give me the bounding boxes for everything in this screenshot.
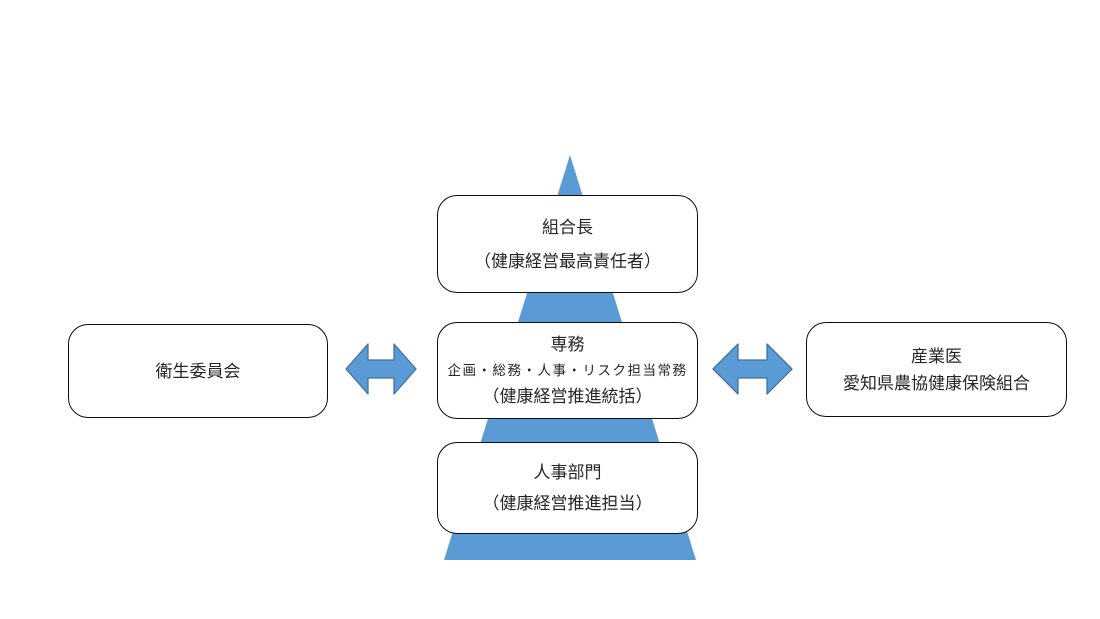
box-union-president-title: 組合長 xyxy=(542,217,593,237)
box-hr-department-subtitle: （健康経営推進担当） xyxy=(482,494,653,513)
right-double-arrow-icon xyxy=(712,343,793,395)
box-union-president-subtitle: （健康経営最高責任者） xyxy=(474,251,661,271)
box-union-president: 組合長 （健康経営最高責任者） xyxy=(437,195,698,293)
box-hygiene-committee: 衛生委員会 xyxy=(68,324,328,418)
box-senior-managing-director-detail: 企画・総務・人事・リスク担当常務 xyxy=(447,362,688,378)
box-senior-managing-director-title: 専務 xyxy=(550,334,585,354)
box-hr-department-title: 人事部門 xyxy=(533,463,602,482)
box-senior-managing-director: 専務 企画・総務・人事・リスク担当常務 （健康経営推進統括） xyxy=(437,322,698,419)
box-hygiene-committee-title: 衛生委員会 xyxy=(155,361,241,381)
box-hr-department: 人事部門 （健康経営推進担当） xyxy=(437,442,698,534)
box-occupational-physician-subtitle: 愛知県農協健康保険組合 xyxy=(843,373,1030,393)
box-occupational-physician-title: 産業医 xyxy=(911,346,962,366)
left-double-arrow-icon xyxy=(345,343,417,395)
box-occupational-physician: 産業医 愛知県農協健康保険組合 xyxy=(806,322,1067,417)
box-senior-managing-director-subtitle: （健康経営推進統括） xyxy=(482,387,653,407)
